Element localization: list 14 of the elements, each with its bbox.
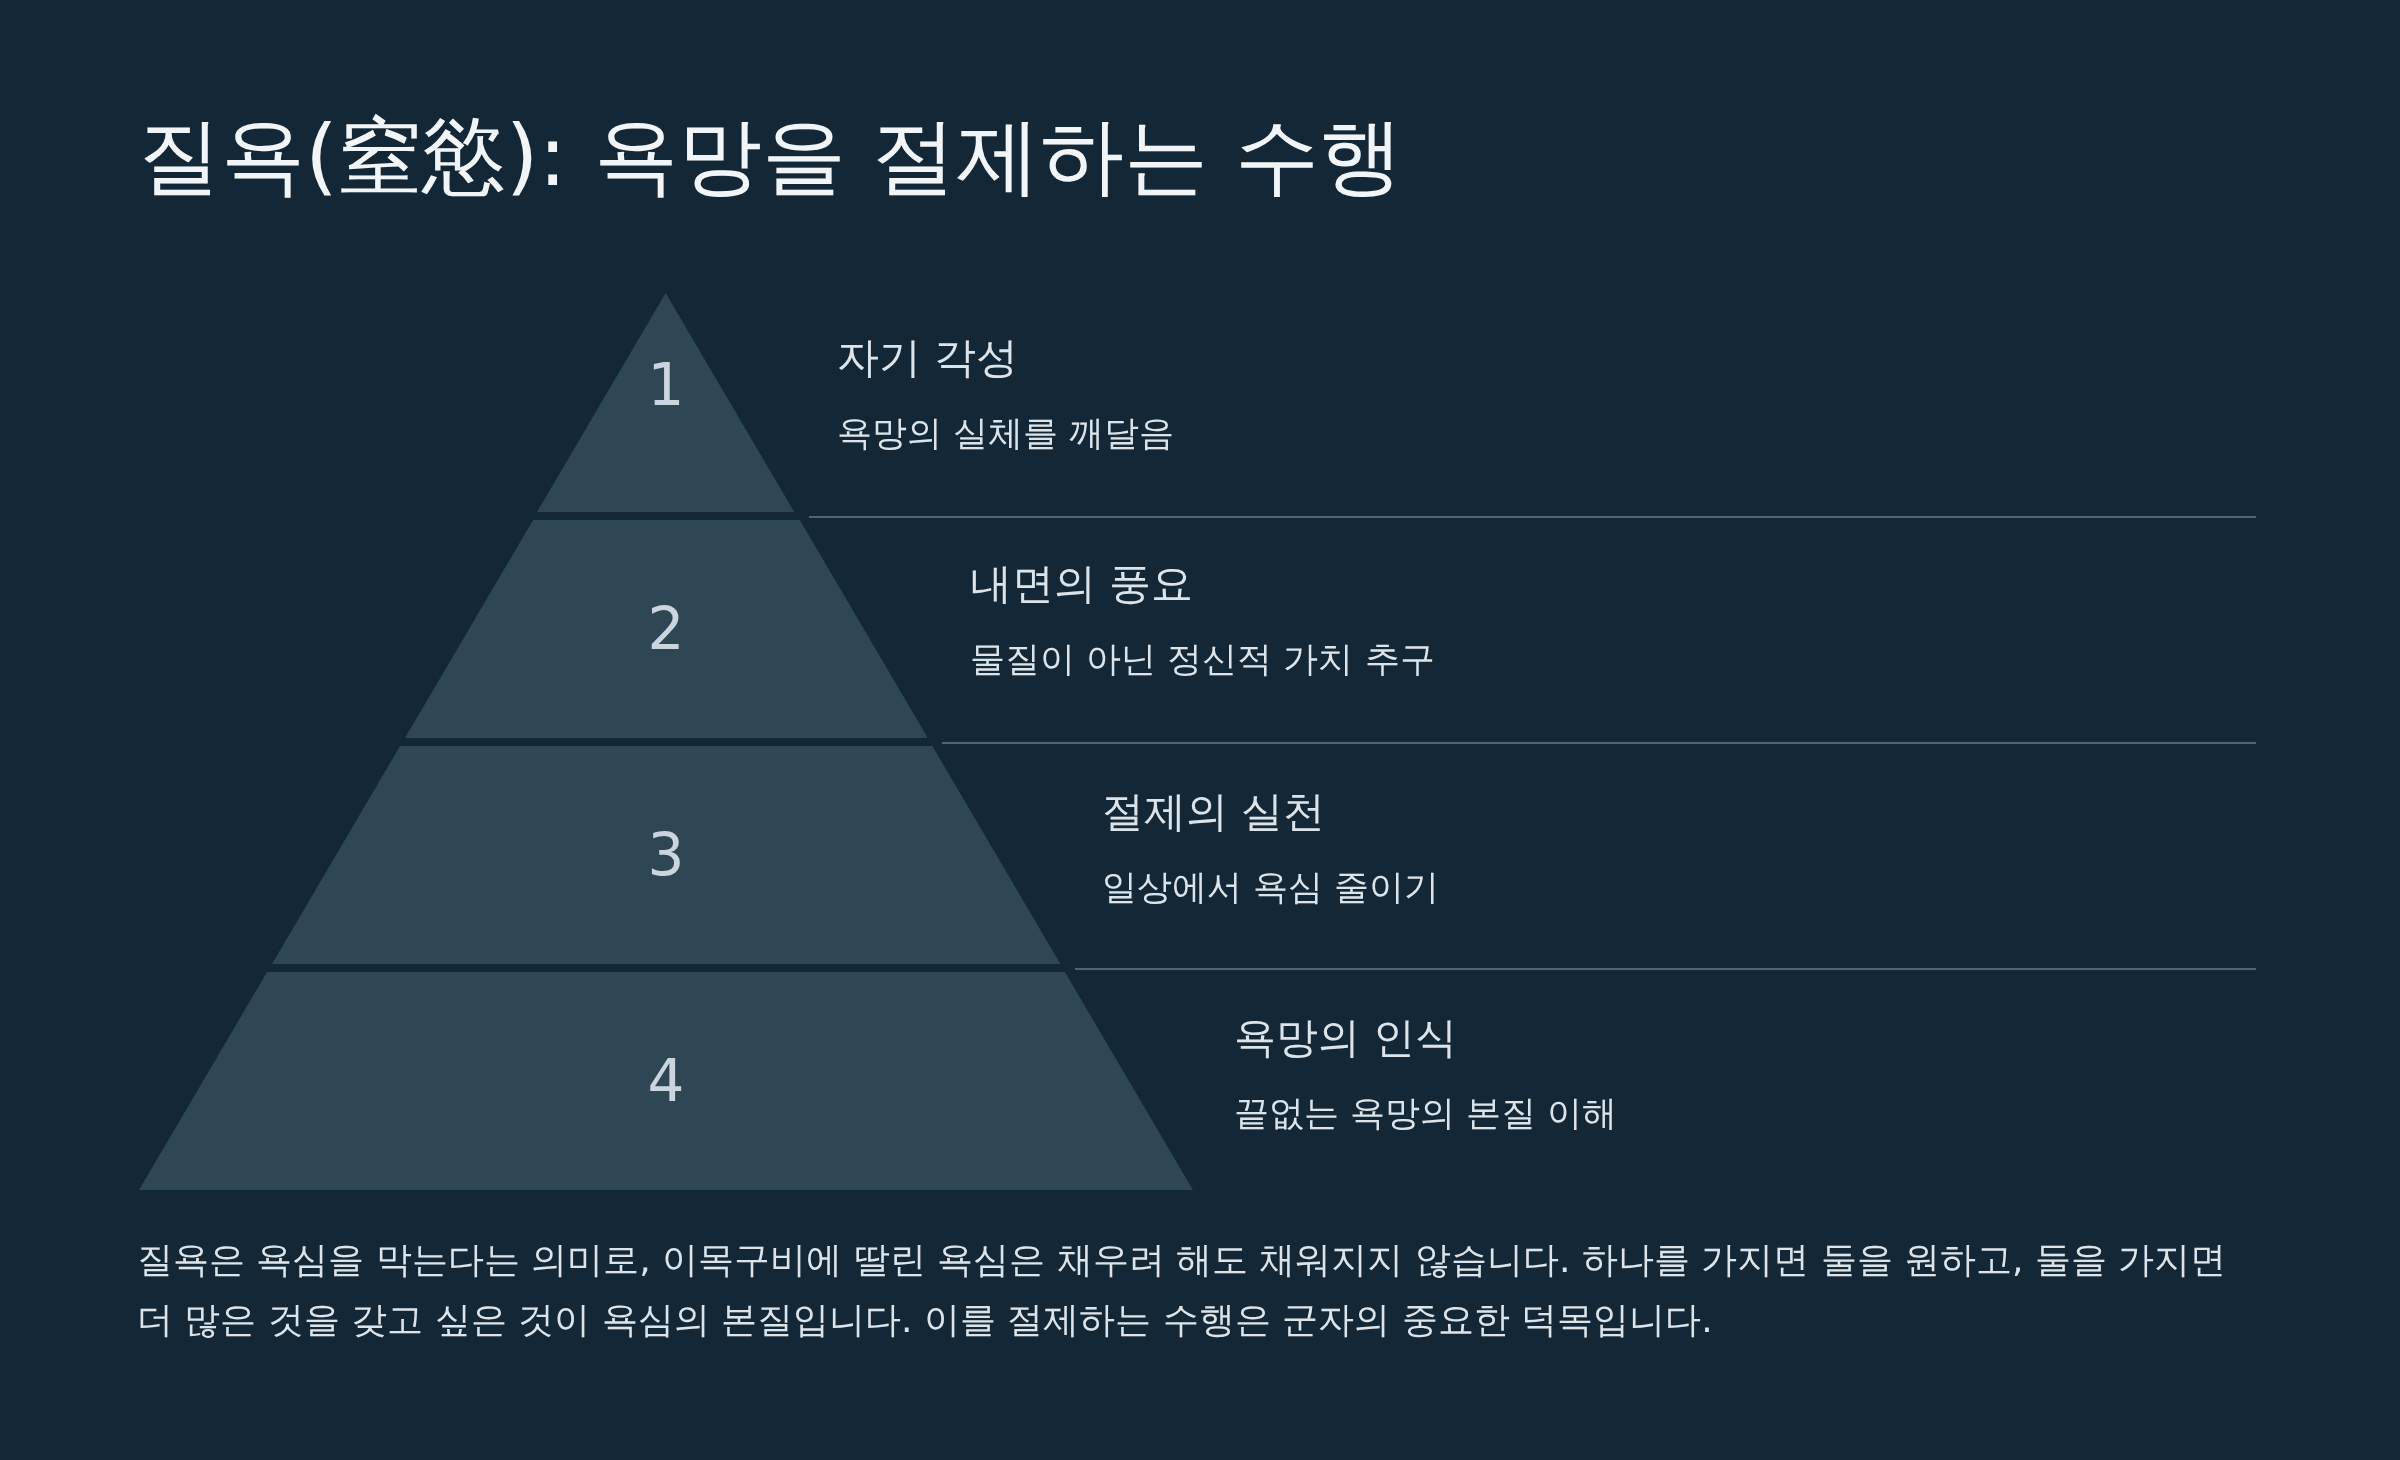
- tier-number: 4: [647, 1047, 685, 1115]
- tier-number: 2: [647, 595, 685, 663]
- tier-description: 욕망의 실체를 깨달음: [837, 412, 1175, 455]
- tier-number: 3: [647, 821, 685, 889]
- tier-description: 일상에서 욕심 줄이기: [1102, 866, 1440, 909]
- tier-number: 1: [647, 350, 685, 419]
- title: 질욕(窒慾): 욕망을 절제하는 수행: [137, 106, 1403, 207]
- tier-heading: 욕망의 인식: [1234, 1012, 1458, 1064]
- tier-heading: 자기 각성: [837, 332, 1019, 384]
- tier-description: 끝없는 욕망의 본질 이해: [1234, 1092, 1618, 1135]
- tier-heading: 내면의 풍요: [970, 558, 1194, 610]
- caption: 질욕은 욕심을 막는다는 의미로, 이목구비에 딸린 욕심은 채우려 해도 채워지지 않습니다. 하나를 가지면 둘을 원하고, 둘을 가지면 더 많은 것을 갖고 싶은 것이 욕심의 본질입니다. 이를 절제하는 수행은 군자의 중요한 덕목입니다.: [137, 1238, 2228, 1342]
- tier-heading: 절제의 실천: [1102, 786, 1326, 838]
- tier-description: 물질이 아닌 정신적 가치 추구: [970, 638, 1435, 681]
